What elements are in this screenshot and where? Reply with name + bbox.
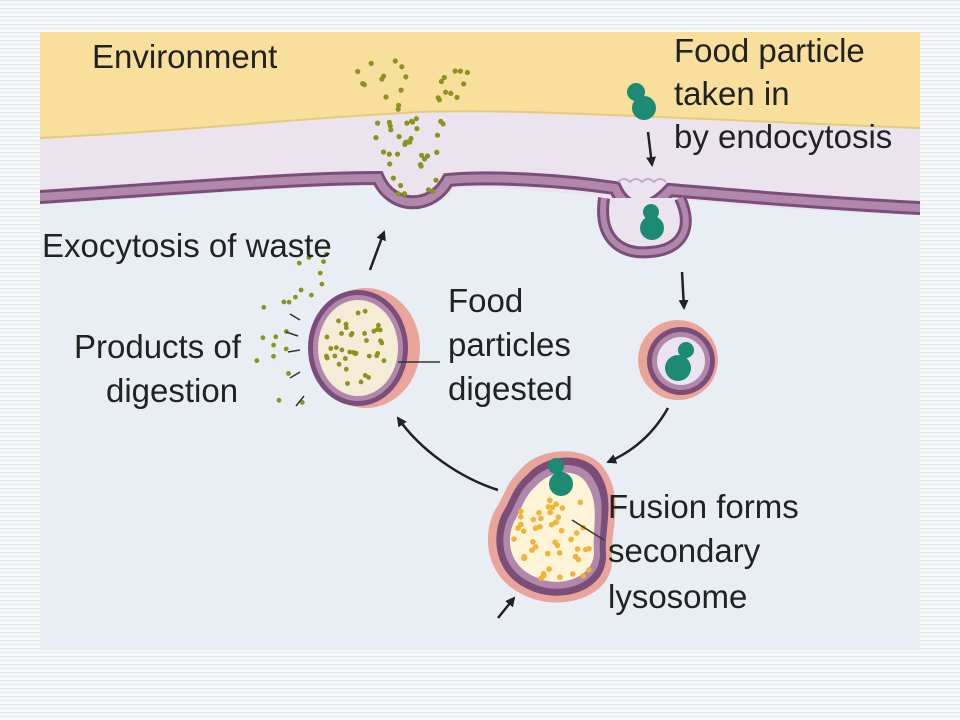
arrow-lysosome-in: [497, 596, 516, 619]
food-particle-in-pit-icon: [640, 204, 664, 240]
label-digested-3: digested: [448, 370, 573, 407]
label-exocytosis: Exocytosis of waste: [42, 227, 332, 264]
food-particle-icon: [627, 83, 656, 120]
digesting-vesicle: [308, 288, 420, 408]
coated-pit-hatching: [617, 178, 667, 184]
arrow-exocytosis: [368, 230, 386, 271]
label-digested-2: particles: [448, 326, 571, 363]
plasma-membrane: [40, 173, 920, 212]
environment-edge: [40, 110, 920, 139]
product-arrows: [285, 313, 305, 407]
food-particle-in-lysosome-icon: [548, 458, 564, 474]
label-environment: Environment: [92, 38, 277, 75]
label-digested-1: Food: [448, 282, 523, 319]
arrow-to-digestion: [396, 416, 499, 492]
food-particle-in-vesicle-icon: [678, 342, 694, 358]
arrow-endocytosis: [646, 131, 657, 167]
endocytic-vesicle: [638, 320, 718, 400]
process-arrows: [368, 131, 689, 619]
leader-fusion: [571, 519, 605, 541]
arrow-to-vesicle: [678, 271, 689, 310]
digestion-product-dots: [254, 252, 329, 405]
label-fusion-3: lysosome: [608, 578, 747, 615]
enzyme-dots: [511, 497, 592, 581]
label-food-particle-1: Food particle: [674, 32, 865, 69]
label-products-1: Products of: [74, 328, 242, 365]
waste-dots: [355, 58, 470, 197]
environment-region: [40, 32, 920, 138]
digested-particle-dots: [324, 308, 387, 386]
label-fusion-2: secondary: [608, 532, 761, 569]
endocytosis-pit: [597, 178, 692, 259]
label-food-particle-3: by endocytosis: [674, 118, 892, 155]
label-fusion-1: Fusion forms: [608, 488, 799, 525]
arrow-to-fusion: [606, 407, 670, 464]
label-products-2: digestion: [106, 372, 238, 409]
secondary-lysosome: [487, 451, 616, 603]
label-food-particle-2: taken in: [674, 75, 790, 112]
